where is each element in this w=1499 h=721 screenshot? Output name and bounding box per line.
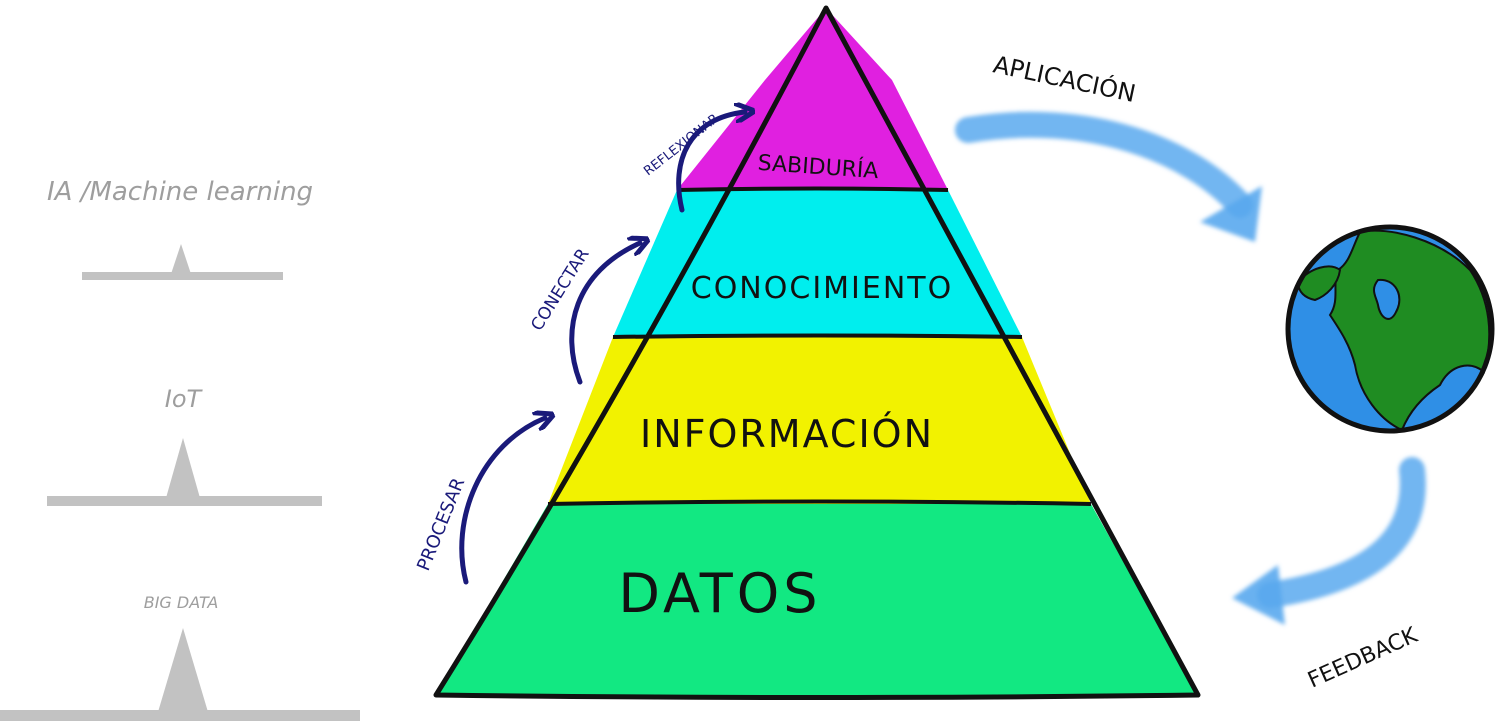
pyramid [433, 5, 1201, 700]
pyramid-level-conocimiento [613, 190, 1022, 337]
ai-platform-icon [82, 244, 283, 280]
pyramid-level-datos [436, 504, 1198, 695]
big-data-label: BIG DATA [143, 593, 219, 612]
label-feedback: FEEDBACK [1304, 623, 1422, 694]
iot-label: IoT [164, 385, 202, 413]
procesar-arrow [459, 418, 545, 585]
conectar-arrow [569, 243, 640, 385]
iot-platform-icon [47, 438, 322, 506]
ai-machine-learning-label: IA /Machine learning [46, 177, 314, 207]
aplicacion-arrow [955, 111, 1262, 242]
pyramid-level-sabiduria [677, 8, 948, 190]
reflexionar-arrow [676, 112, 745, 213]
globe-icon [1285, 224, 1495, 434]
label-datos: DATOS [618, 562, 821, 625]
label-informacion: INFORMACIÓN [640, 412, 934, 456]
label-conocimiento: CONOCIMIENTO [691, 271, 953, 306]
pyramid-level-informacion [548, 337, 1091, 504]
feedback-arrow [1232, 457, 1426, 625]
big-data-platform-icon [0, 628, 360, 721]
label-aplicacion: APLICACIÓN [991, 49, 1139, 108]
